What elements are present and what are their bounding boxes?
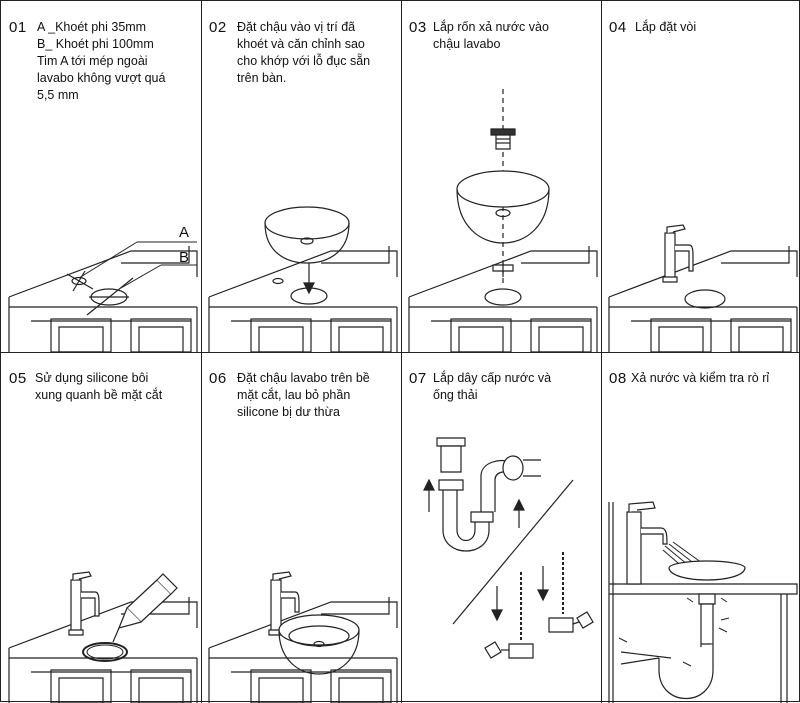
faucet-icon <box>69 572 99 635</box>
leak-test-illustration <box>601 352 800 703</box>
step-08-panel: 08 Xả nước và kiểm tra rò rỉ <box>601 352 800 703</box>
step-number: 08 <box>609 370 627 387</box>
step-05-panel: 05 Sử dụng silicone bôi xung quanh bề mặ… <box>1 352 201 703</box>
countertop-cutout-illustration: A B <box>1 224 201 352</box>
supply-hose-icon <box>521 552 563 642</box>
step-number: 04 <box>609 19 627 36</box>
step-number: 01 <box>9 19 27 36</box>
step-description: Đặt chậu vào vị trí đã khoét và căn chỉn… <box>237 20 371 85</box>
step-description: Lắp rốn xả nước vào chậu lavabo <box>433 20 549 51</box>
silicone-apply-illustration <box>1 352 201 703</box>
faucet-install-illustration <box>601 1 800 352</box>
hole-b-icon <box>87 278 133 315</box>
basin-seated-illustration <box>201 352 401 703</box>
arrow-up-icon <box>424 480 524 528</box>
basin-icon <box>457 171 549 243</box>
divider <box>1 352 800 353</box>
step-03-panel: 03 Lắp rốn xả nước vào chậu lavabo <box>401 1 601 352</box>
step-number: 06 <box>209 370 227 387</box>
callout-b: B <box>179 249 189 266</box>
leak-check-icon <box>619 598 729 666</box>
drain-install-illustration <box>401 1 601 352</box>
step-07-panel: 07 Lắp dây cấp nước và ống thải <box>401 352 601 703</box>
basin-icon <box>265 207 349 263</box>
drain-pipe-icon <box>621 594 715 699</box>
arrow-down-icon <box>304 263 314 293</box>
arrow-down-icon <box>492 566 548 620</box>
step-description: Đặt chậu lavabo trên bề mặt cắt, lau bỏ … <box>237 371 370 419</box>
drain-plug-icon <box>491 129 515 149</box>
step-number: 02 <box>209 19 227 36</box>
silicone-ring-icon <box>83 643 127 661</box>
divider-line <box>453 480 573 624</box>
step-description: A _Khoét phi 35mm B_ Khoét phi 100mm Tim… <box>37 20 166 102</box>
step-description: Sử dụng silicone bôi xung quanh bề mặt c… <box>35 371 163 402</box>
faucet-icon <box>627 502 667 584</box>
pipes-install-illustration <box>401 352 601 703</box>
step-02-panel: 02 Đặt chậu vào vị trí đã khoét và căn c… <box>201 1 401 352</box>
step-01-panel: 01 A _Khoét phi 35mm B_ Khoét phi 100mm … <box>1 1 201 352</box>
p-trap-icon <box>437 438 541 551</box>
basin-icon <box>279 615 359 674</box>
silicone-tube-icon <box>113 574 177 642</box>
step-description: Xả nước và kiểm tra rò rỉ <box>631 371 770 385</box>
basin-icon <box>669 561 745 580</box>
place-basin-illustration <box>201 1 401 352</box>
step-description: Lắp dây cấp nước và ống thải <box>433 371 552 402</box>
step-number: 07 <box>409 370 427 387</box>
step-06-panel: 06 Đặt chậu lavabo trên bề mặt cắt, lau … <box>201 352 401 703</box>
callout-a: A <box>179 224 189 241</box>
faucet-icon <box>663 225 693 282</box>
step-description: Lắp đặt vòi <box>635 20 697 34</box>
step-number: 03 <box>409 19 427 36</box>
drain-nut-icon <box>493 263 513 277</box>
step-number: 05 <box>9 370 27 387</box>
faucet-icon <box>269 572 299 635</box>
angle-valve-icon <box>485 612 593 658</box>
step-04-panel: 04 Lắp đặt vòi <box>601 1 800 352</box>
